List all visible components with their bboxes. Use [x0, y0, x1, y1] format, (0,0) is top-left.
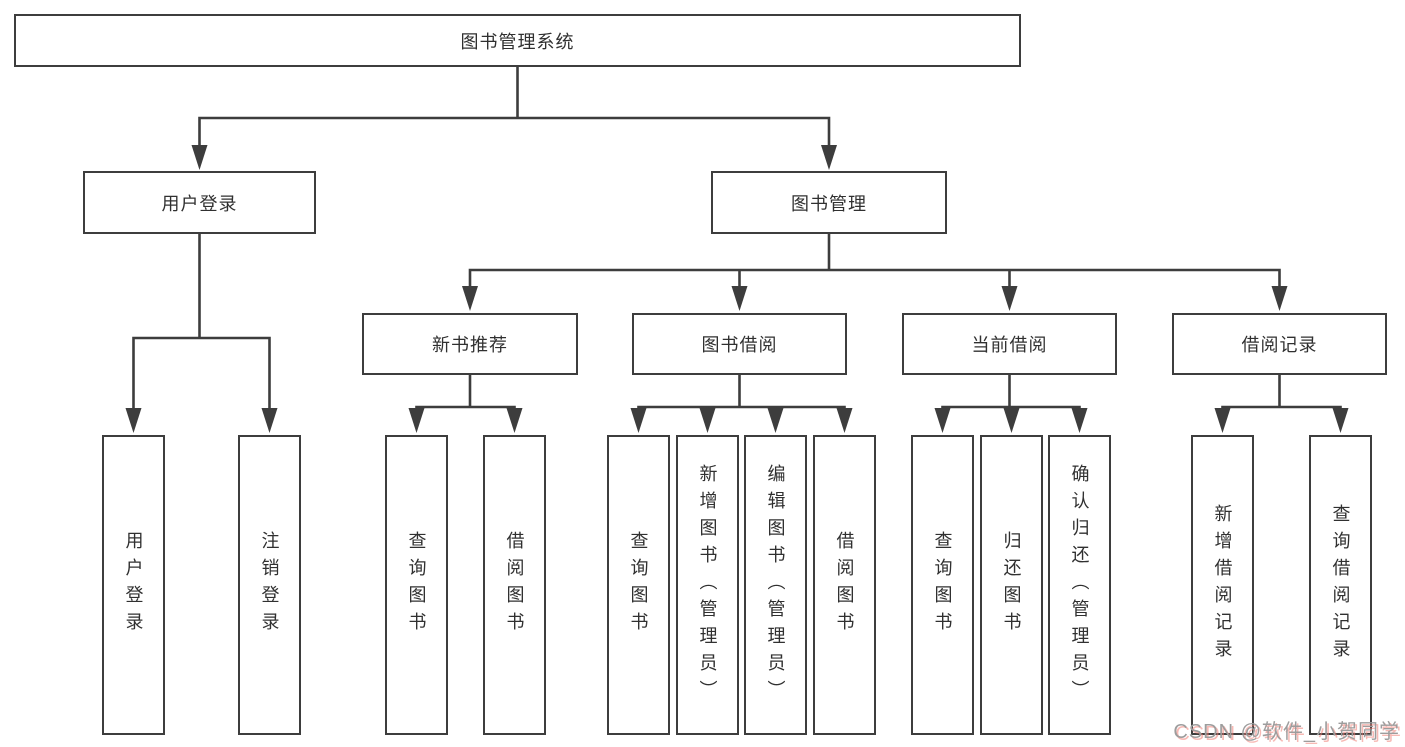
- leaf-borrow-query-books: 查询图书: [607, 435, 670, 735]
- leaf-record-query-borrow-record: 查询借阅记录: [1309, 435, 1372, 735]
- leaf-borrow-borrow-books: 借阅图书: [813, 435, 876, 735]
- node-book-management: 图书管理: [711, 171, 947, 234]
- leaf-record-add-borrow-record: 新增借阅记录: [1191, 435, 1254, 735]
- node-book-borrow: 图书借阅: [632, 313, 847, 375]
- leaf-logout: 注销登录: [238, 435, 301, 735]
- csdn-watermark: CSDN @软件_小贺同学: [1173, 721, 1400, 743]
- leaf-borrow-edit-books-admin: 编辑图书（管理员）: [744, 435, 807, 735]
- connector-newbook-to-leaves: [408, 375, 523, 433]
- leaf-current-confirm-return-admin: 确认归还（管理员）: [1048, 435, 1111, 735]
- leaf-borrow-add-books-admin: 新增图书（管理员）: [676, 435, 739, 735]
- node-borrow-records: 借阅记录: [1172, 313, 1387, 375]
- node-user-login: 用户登录: [83, 171, 316, 234]
- leaf-newbook-query-books: 查询图书: [385, 435, 448, 735]
- connector-root-to-level2: [191, 67, 837, 170]
- node-current-borrow: 当前借阅: [902, 313, 1117, 375]
- node-new-book-recommend: 新书推荐: [362, 313, 578, 375]
- leaf-newbook-borrow-books: 借阅图书: [483, 435, 546, 735]
- connector-userlogin-to-leaves: [125, 234, 278, 433]
- connector-bookmgmt-to-level3: [462, 234, 1288, 311]
- node-root-library-system: 图书管理系统: [14, 14, 1021, 67]
- connector-currentborrow-to-leaves: [934, 375, 1088, 433]
- connector-borrowrecord-to-leaves: [1214, 375, 1349, 433]
- leaf-current-query-books: 查询图书: [911, 435, 974, 735]
- leaf-current-return-books: 归还图书: [980, 435, 1043, 735]
- leaf-user-login: 用户登录: [102, 435, 165, 735]
- connector-bookborrow-to-leaves: [630, 375, 853, 433]
